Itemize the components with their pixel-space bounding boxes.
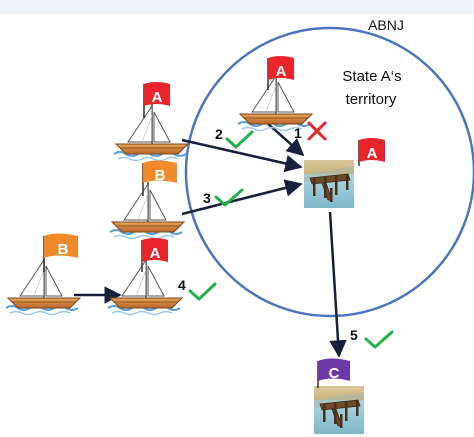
top-band (0, 0, 474, 14)
checkmark-icon (214, 188, 244, 207)
flag-letter: A (276, 63, 287, 80)
abnj-label: ABNJ (368, 17, 404, 33)
route-2-arrow (181, 138, 303, 173)
ship-lower-middle: A (107, 238, 183, 316)
territory-label-line2: territory (346, 91, 397, 108)
port-state-c: C (314, 358, 364, 434)
flag-letter: B (155, 167, 166, 184)
flag-letter: A (150, 245, 161, 262)
route-4-marker: 4 (178, 277, 217, 301)
flag-a-icon: A (141, 238, 168, 272)
flag-letter: C (329, 365, 340, 382)
flag-letter: A (367, 145, 378, 162)
route-5-marker: 5 (350, 327, 394, 349)
state-a-territory-circle (184, 26, 474, 318)
route-number: 5 (350, 327, 358, 343)
checkmark-icon (225, 130, 254, 149)
ship-upper-left: A (113, 82, 189, 162)
cross-icon (307, 121, 327, 141)
checkmark-icon (188, 282, 217, 301)
flag-a-icon: A (143, 82, 170, 118)
route-1-marker: 1 (294, 121, 327, 141)
route-3-marker: 3 (203, 188, 244, 207)
ship-middle: B (109, 160, 185, 240)
route-number: 1 (294, 125, 302, 141)
route-3-arrow (181, 179, 303, 216)
route-2-marker: 2 (215, 126, 254, 149)
flag-a-icon: A (267, 56, 294, 90)
flag-b-icon: B (142, 160, 177, 196)
flag-letter: B (58, 241, 69, 258)
checkmark-icon (364, 330, 394, 349)
route-number: 2 (215, 126, 223, 142)
flag-letter: A (152, 89, 163, 106)
route-number: 4 (178, 277, 186, 293)
ship-lower-left: B (5, 233, 81, 316)
route-arrows (74, 121, 347, 358)
flag-a-icon: A (358, 138, 385, 166)
ship-inside-territory: A (237, 56, 313, 132)
route-number: 3 (203, 190, 211, 206)
flag-c-icon: C (317, 358, 350, 388)
port-state-a: A (304, 138, 385, 208)
route-5-arrow (328, 211, 347, 358)
flag-b-icon: B (43, 233, 78, 272)
territory-label-line1: State A‘s (342, 68, 401, 85)
